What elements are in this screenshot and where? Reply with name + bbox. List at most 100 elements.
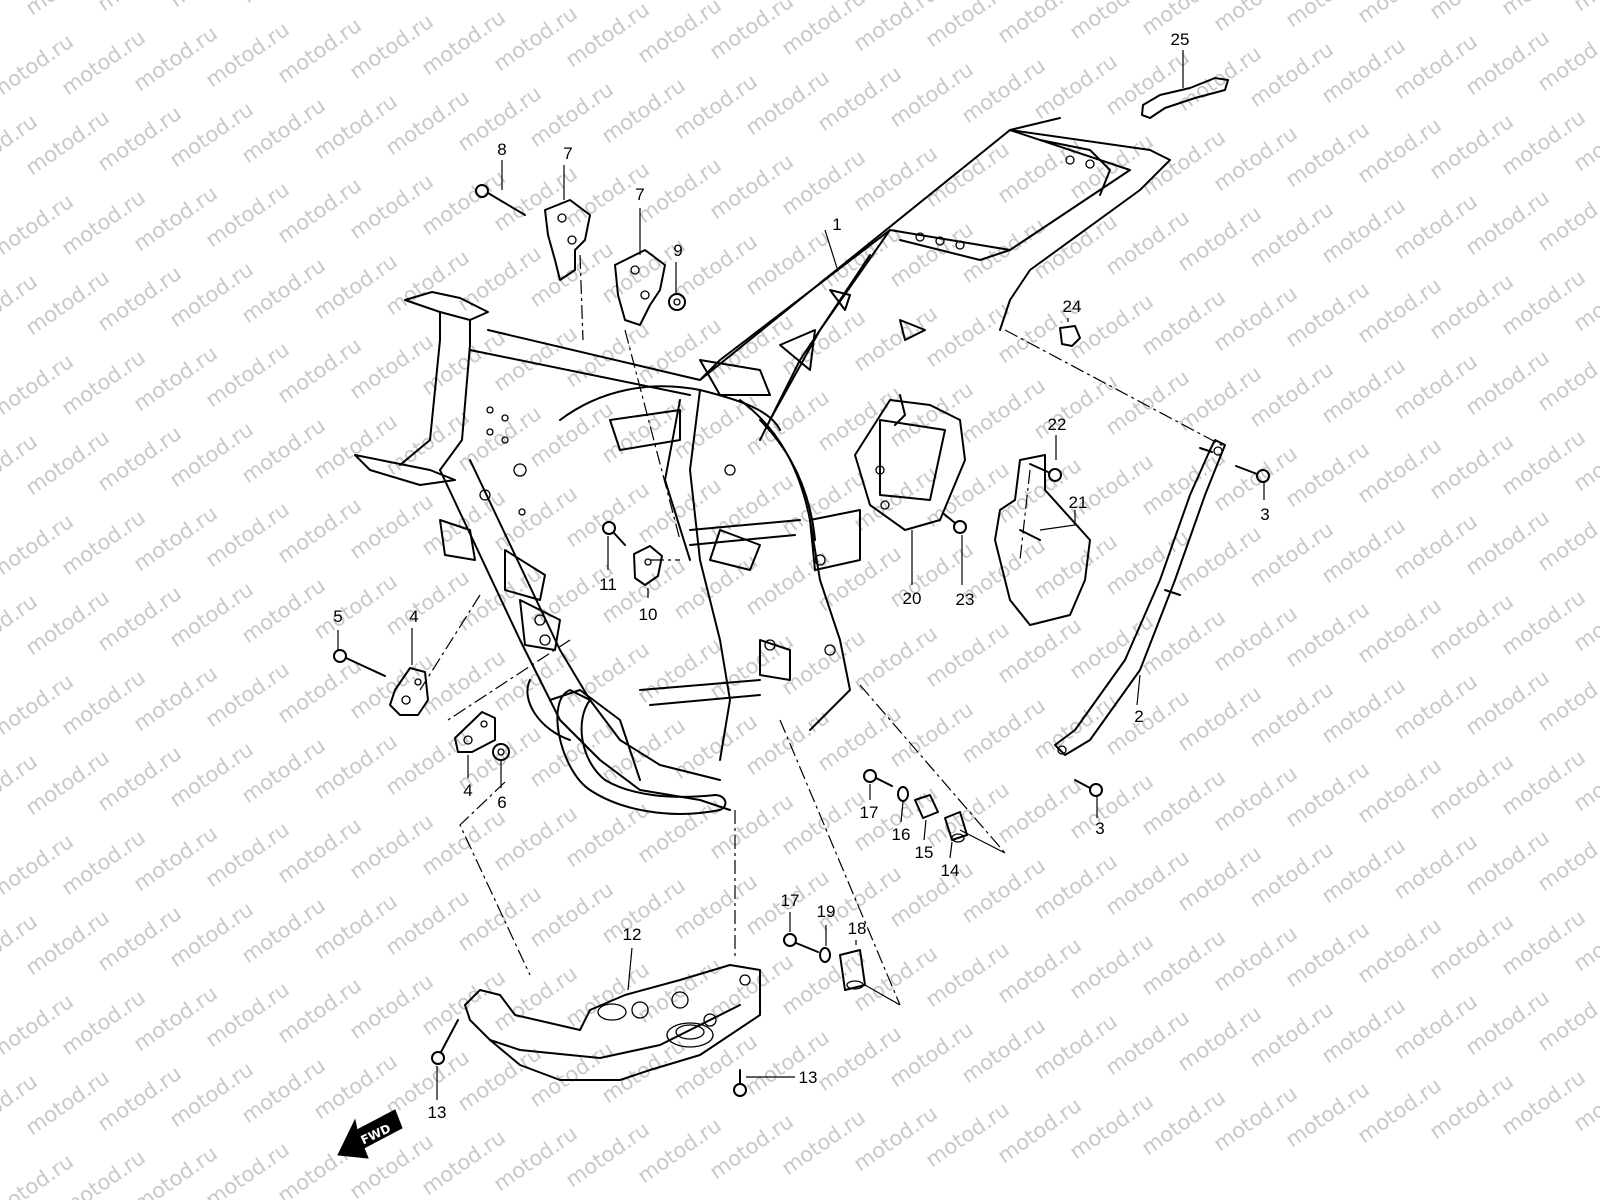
watermark-text: motod.ru — [1209, 921, 1302, 996]
watermark-text: motod.ru — [813, 1021, 906, 1096]
watermark-text: motod.ru — [633, 953, 726, 1028]
watermark-text: motod.ru — [885, 57, 978, 132]
watermark-text: motod.ru — [237, 0, 330, 8]
watermark-text: motod.ru — [1497, 105, 1590, 180]
watermark-text: motod.ru — [813, 381, 906, 456]
watermark-text: motod.ru — [921, 137, 1014, 212]
watermark-text: motod.ru — [57, 825, 150, 900]
watermark-text: motod.ru — [1389, 989, 1482, 1064]
watermark-text: motod.ru — [705, 309, 798, 384]
watermark-text: motod.ru — [1461, 505, 1554, 580]
watermark-text: motod.ru — [633, 313, 726, 388]
watermark-text: motod.ru — [1461, 345, 1554, 420]
callout-7-left: 7 — [563, 144, 572, 163]
callout-13-left: 13 — [428, 1103, 447, 1122]
watermark-text: motod.ru — [741, 705, 834, 780]
watermark-text: motod.ru — [1281, 437, 1374, 512]
bolt-3-lower — [1074, 779, 1103, 797]
watermark-text: motod.ru — [309, 89, 402, 164]
nut-9 — [668, 293, 686, 311]
watermark-text: motod.ru — [885, 217, 978, 292]
watermark-text: motod.ru — [1209, 761, 1302, 836]
watermark-text: motod.ru — [129, 181, 222, 256]
watermark-text: motod.ru — [669, 229, 762, 304]
watermark-text: motod.ru — [669, 69, 762, 144]
watermark-text: motod.ru — [417, 485, 510, 560]
watermark-text: motod.ru — [1317, 33, 1410, 108]
watermark-text: motod.ru — [309, 1049, 402, 1124]
watermark-text: motod.ru — [921, 617, 1014, 692]
callout-11: 11 — [599, 575, 617, 594]
watermark-text: motod.ru — [1425, 589, 1518, 664]
watermark-text: motod.ru — [957, 53, 1050, 128]
watermark-text: motod.ru — [1029, 1009, 1122, 1084]
grommet-24 — [1059, 325, 1081, 347]
watermark-text: motod.ru — [669, 1029, 762, 1104]
watermark-text: motod.ru — [1317, 513, 1410, 588]
watermark-text: motod.ru — [1569, 0, 1600, 16]
watermark-text: motod.ru — [93, 261, 186, 336]
watermark-text: motod.ru — [165, 897, 258, 972]
watermark-text: motod.ru — [57, 985, 150, 1060]
watermark-text: motod.ru — [1245, 997, 1338, 1072]
watermark-text: motod.ru — [453, 241, 546, 316]
watermark-text: motod.ru — [417, 965, 510, 1040]
watermark-text: motod.ru — [885, 1017, 978, 1092]
bracket-4-upper — [389, 667, 429, 716]
watermark-text: motod.ru — [165, 0, 258, 12]
watermark-text: motod.ru — [849, 941, 942, 1016]
watermark-text: motod.ru — [1173, 841, 1266, 916]
watermark-text: motod.ru — [21, 105, 114, 180]
watermark-text: motod.ru — [237, 733, 330, 808]
watermark-text: motod.ru — [489, 321, 582, 396]
watermark-text: motod.ru — [1353, 1073, 1446, 1148]
watermark-text: motod.ru — [453, 881, 546, 956]
callout-18: 18 — [848, 919, 867, 938]
watermark-text: motod.ru — [417, 805, 510, 880]
watermark-text: motod.ru — [201, 977, 294, 1052]
watermark-text: motod.ru — [849, 621, 942, 696]
watermark-text: motod.ru — [885, 377, 978, 452]
leader-lines — [337, 50, 1265, 1100]
watermark-text: motod.ru — [57, 665, 150, 740]
watermark-text: motod.ru — [1029, 369, 1122, 444]
watermark-text: motod.ru — [993, 1093, 1086, 1168]
watermark-text: motod.ru — [669, 389, 762, 464]
callout-17-upper: 17 — [860, 803, 879, 822]
watermark-text: motod.ru — [921, 937, 1014, 1012]
watermark-text: motod.ru — [957, 693, 1050, 768]
callout-24: 24 — [1063, 297, 1082, 316]
watermark-text: motod.ru — [1353, 753, 1446, 828]
watermark-text: motod.ru — [1389, 509, 1482, 584]
callout-2: 2 — [1134, 707, 1143, 726]
watermark-text: motod.ru — [1245, 357, 1338, 432]
watermark-text: motod.ru — [345, 969, 438, 1044]
watermark-text: motod.ru — [1281, 1077, 1374, 1152]
watermark-text: motod.ru — [237, 573, 330, 648]
watermark-text: motod.ru — [453, 1041, 546, 1116]
watermark-text: motod.ru — [165, 1057, 258, 1132]
watermark-text: motod.ru — [777, 305, 870, 380]
watermark-text: motod.ru — [1461, 985, 1554, 1060]
watermark-text: motod.ru — [1461, 25, 1554, 100]
watermark-text: motod.ru — [309, 729, 402, 804]
watermark-text: motod.ru — [597, 713, 690, 788]
watermark-text: motod.ru — [993, 453, 1086, 528]
watermark-text: motod.ru — [1209, 121, 1302, 196]
watermark-text: motod.ru — [309, 569, 402, 644]
watermark-text: motod.ru — [273, 813, 366, 888]
callout-4-upper: 4 — [409, 607, 418, 626]
watermark-text: motod.ru — [1101, 845, 1194, 920]
watermark-text: motod.ru — [381, 885, 474, 960]
watermark-text: motod.ru — [57, 345, 150, 420]
watermark-text: motod.ru — [525, 717, 618, 792]
watermark-text: motod.ru — [273, 973, 366, 1048]
watermark-text: motod.ru — [741, 65, 834, 140]
watermark-text: motod.ru — [1425, 269, 1518, 344]
bracket-4-lower — [454, 711, 496, 753]
watermark-text: motod.ru — [489, 1121, 582, 1196]
watermark-text: motod.ru — [741, 225, 834, 300]
watermark-text: motod.ru — [525, 77, 618, 152]
